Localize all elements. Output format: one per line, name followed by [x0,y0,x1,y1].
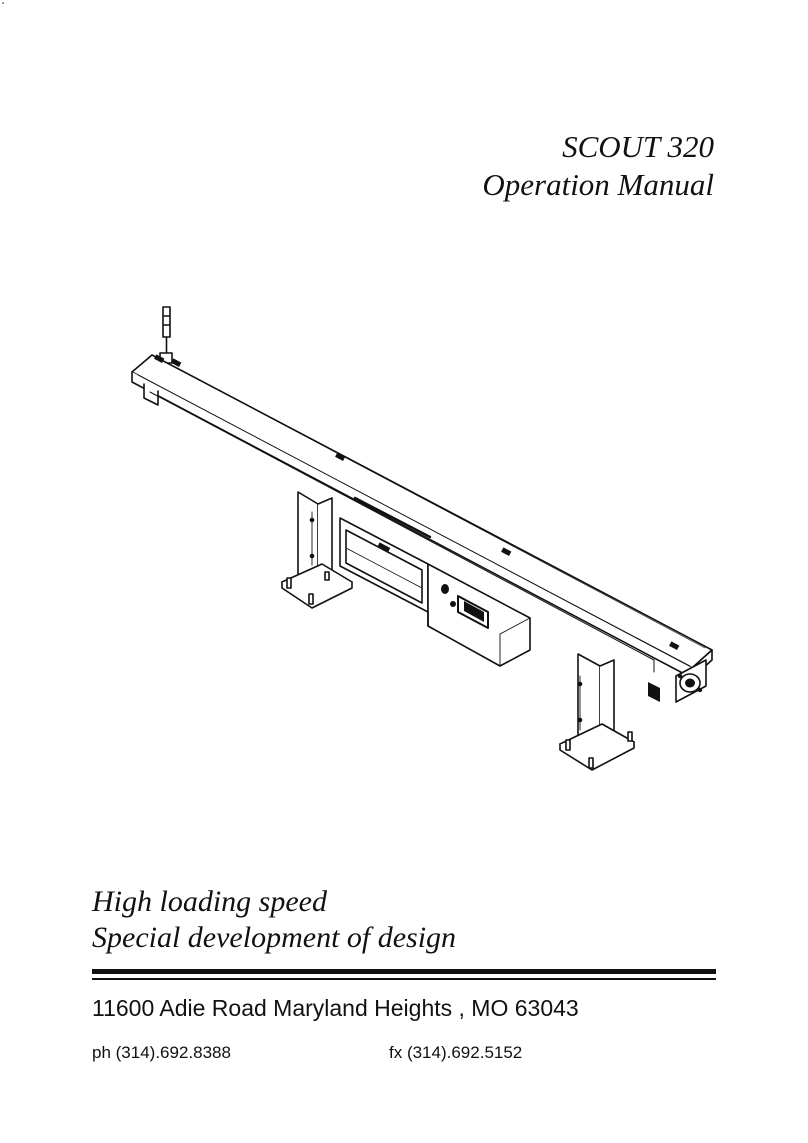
control-panel-screen [450,595,489,629]
corner-mark [2,2,4,4]
company-address: 11600 Adie Road Maryland Heights , MO 63… [92,995,579,1021]
signal-tower [159,306,173,364]
manual-subtitle: Operation Manual [482,167,714,202]
center-cabinet [339,517,531,667]
divider-thick [92,969,716,974]
left-support-column [281,491,353,609]
product-title: SCOUT 320 [562,129,714,164]
title-block: SCOUT 320 Operation Manual [482,128,714,204]
tagline-design: Special development of design [92,921,457,954]
tagline-block: High loading speed Special development o… [92,884,456,956]
bar-feeder-illustration [131,306,713,771]
beam-clamps [154,354,680,650]
end-drive-unit [648,659,707,703]
phone-number: ph (314).692.8388 [92,1043,231,1062]
main-beam [131,354,713,679]
divider-thin [92,978,716,980]
tagline-speed: High loading speed [92,885,327,918]
right-support-column [559,653,635,771]
fax-number: fx (314).692.5152 [389,1043,523,1062]
